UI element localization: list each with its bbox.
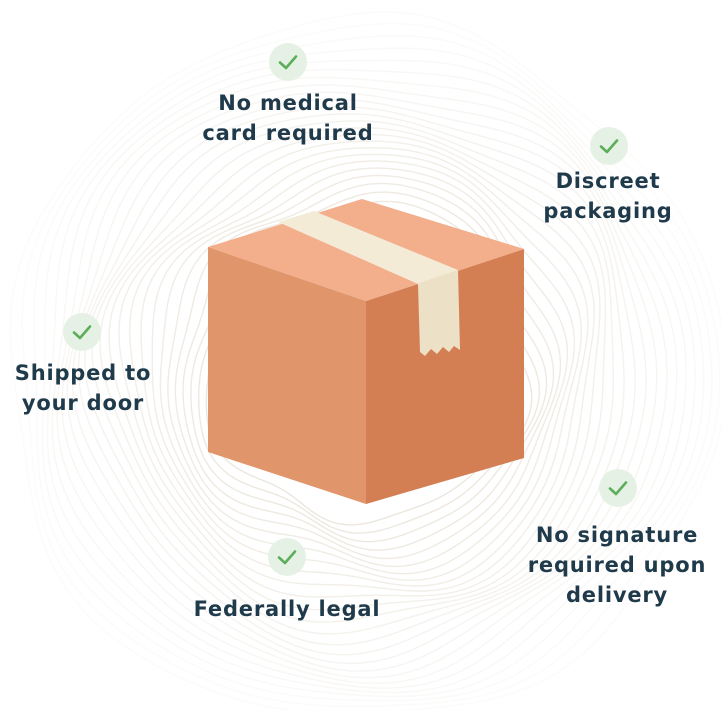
box-left-face <box>208 247 366 504</box>
check-badge-federally-legal <box>268 538 306 576</box>
feature-line: packaging <box>543 199 673 223</box>
check-icon <box>608 481 628 496</box>
wave-ring <box>99 127 607 623</box>
wave-ring <box>91 120 614 635</box>
check-icon <box>599 139 619 154</box>
wave-ring <box>46 59 696 694</box>
feature-line: Discreet <box>555 169 661 193</box>
wave-ring <box>77 106 636 656</box>
wave-ring <box>61 84 668 679</box>
wave-ring <box>71 98 647 665</box>
wave-ring <box>51 69 687 689</box>
wave-ring <box>129 146 589 592</box>
feature-label-shipped-to-door: Shipped to your door <box>4 358 162 418</box>
feature-line: delivery <box>565 583 669 607</box>
check-icon <box>72 325 92 340</box>
feature-label-federally-legal: Federally legal <box>176 594 398 624</box>
wave-ring <box>84 113 625 646</box>
check-icon <box>277 550 297 565</box>
feature-label-discreet-packaging: Discreet packaging <box>527 166 689 226</box>
check-badge-discreet-packaging <box>590 127 628 165</box>
feature-line: Federally legal <box>193 597 381 621</box>
box-tape-top <box>278 211 458 284</box>
check-badge-no-medical-card <box>269 43 307 81</box>
wave-ring <box>56 76 678 685</box>
feature-label-no-signature: No signature required upon delivery <box>516 520 718 610</box>
check-badge-shipped-to-door <box>63 313 101 351</box>
feature-label-no-medical-card: No medical card required <box>189 88 387 148</box>
wave-ring <box>167 174 562 568</box>
wave-ring <box>140 153 583 587</box>
wave-ring <box>174 182 555 560</box>
feature-line: required upon <box>527 553 707 577</box>
box-right-face <box>366 249 524 504</box>
box-tape-side <box>418 270 460 356</box>
wave-ring <box>21 22 721 707</box>
wave-ring <box>9 11 722 710</box>
wave-ring <box>151 160 576 582</box>
feature-line: No signature <box>535 523 699 547</box>
check-badge-no-signature <box>599 469 637 507</box>
wave-ring <box>41 47 705 698</box>
check-icon <box>278 55 298 70</box>
feature-line: Shipped to <box>14 361 152 385</box>
feature-line: No medical <box>218 91 358 115</box>
wave-ring <box>118 140 595 598</box>
feature-line: your door <box>21 391 145 415</box>
wave-ring <box>159 167 569 575</box>
wave-ring <box>182 191 548 551</box>
wave-ring <box>66 91 658 672</box>
wave-ring <box>108 133 601 611</box>
wave-ring <box>33 35 713 702</box>
feature-line: card required <box>202 121 374 145</box>
wave-ring <box>190 200 541 543</box>
